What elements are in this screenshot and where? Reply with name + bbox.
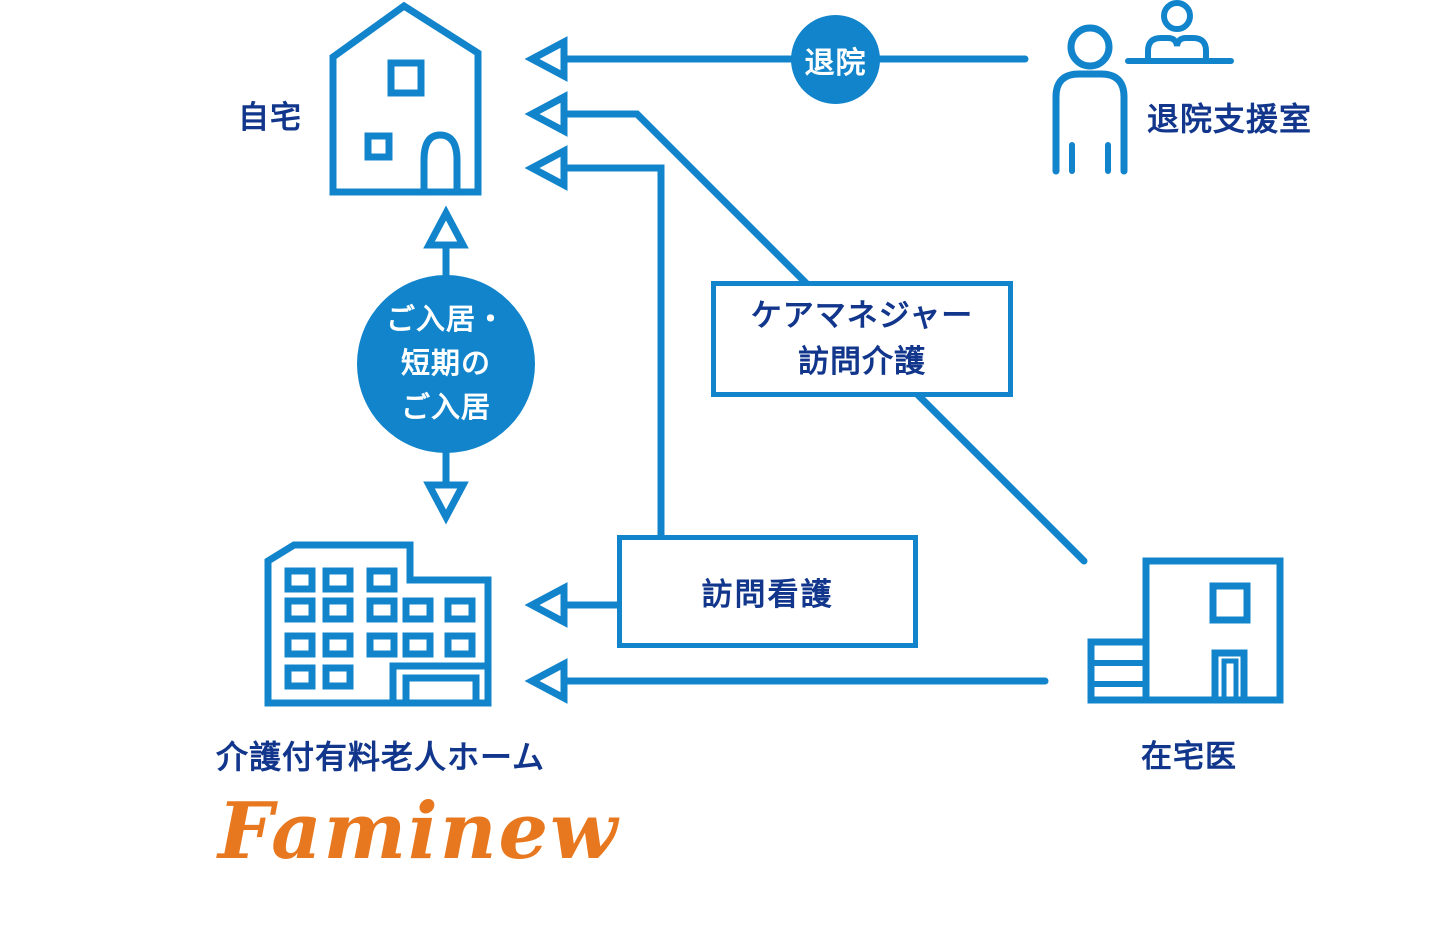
discharge-badge-text: 退院: [804, 46, 867, 80]
arrowhead-movein-up: [423, 205, 469, 249]
visiting-nursing-box-label: 訪問看護: [701, 577, 834, 612]
visiting-nursing-box: 訪問看護: [617, 535, 918, 648]
arrowhead-nursing-home: [524, 145, 568, 191]
arrowhead-nursing-facility: [524, 582, 568, 628]
house-icon: [329, 1, 482, 196]
move-in-badge-line3: ご入居: [400, 392, 491, 424]
nursing-home-label: 介護付有料老人ホーム: [216, 739, 546, 775]
nursing-home-building-icon: [264, 541, 492, 707]
care-manager-box: ケアマネジャー 訪問介護: [711, 281, 1013, 397]
arrowhead-caremanager: [524, 91, 568, 137]
discharge-support-label: 退院支援室: [1147, 101, 1313, 137]
receptionist-person-icon: [1125, 0, 1234, 64]
discharge-badge: 退院: [791, 15, 880, 104]
home-label: 自宅: [238, 100, 302, 135]
home-doctor-label: 在宅医: [1141, 739, 1237, 774]
patient-person-icon: [1052, 24, 1128, 175]
arrowhead-doctor-facility: [524, 658, 568, 704]
care-manager-box-line2: 訪問介護: [798, 344, 926, 379]
move-in-badge: ご入居・ 短期の ご入居: [357, 275, 535, 453]
arrow-nursing-to-home-line: [559, 164, 665, 544]
clinic-building-icon: [1087, 557, 1284, 704]
arrowhead-discharge: [524, 36, 568, 82]
move-in-badge-line2: 短期の: [400, 348, 491, 380]
arrow-caremanager-line: [559, 110, 1088, 565]
faminew-logo: Faminew: [218, 786, 620, 877]
arrowhead-movein-down: [423, 481, 469, 525]
move-in-badge-line1: ご入居・: [385, 304, 506, 336]
care-manager-box-line1: ケアマネジャー: [750, 298, 974, 333]
